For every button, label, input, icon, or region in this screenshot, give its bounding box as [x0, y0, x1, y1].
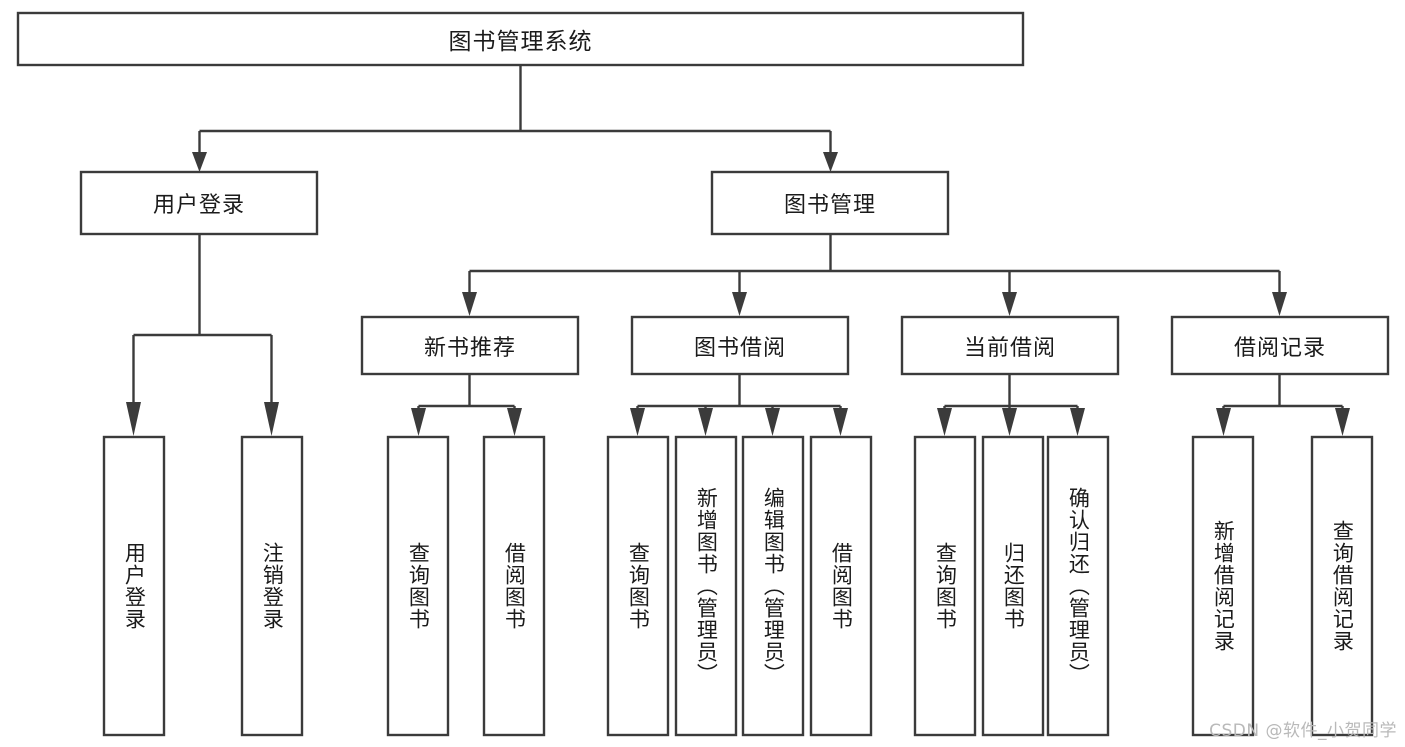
arrow-to-new-book: [462, 292, 477, 316]
arrow-leaf-new-book-2: [507, 408, 522, 436]
node-leaf-new-book-1[interactable]: [386, 435, 450, 737]
arrow-leaf-borrow-record-2: [1335, 408, 1350, 436]
arrow-leaf-user-login-2: [264, 402, 279, 436]
node-leaf-current-borrow-2[interactable]: [981, 435, 1045, 737]
node-leaf-book-borrow-3[interactable]: [741, 435, 805, 737]
arrow-leaf-new-book-1: [411, 408, 426, 436]
node-leaf-user-login-2[interactable]: [240, 435, 304, 737]
arrow-leaf-current-borrow-2: [1002, 408, 1017, 436]
node-leaf-book-borrow-2[interactable]: [674, 435, 738, 737]
arrow-leaf-book-borrow-3: [765, 408, 780, 436]
node-leaf-book-borrow-4[interactable]: [809, 435, 873, 737]
watermark-text: CSDN @软件_小贺同学: [1209, 721, 1397, 741]
arrow-to-book-borrow: [732, 292, 747, 316]
arrow-leaf-book-borrow-2: [698, 408, 713, 436]
arrow-leaf-book-borrow-1: [630, 408, 645, 436]
node-book-borrow[interactable]: [630, 315, 850, 376]
node-root[interactable]: [16, 11, 1025, 67]
node-leaf-borrow-record-1[interactable]: [1191, 435, 1255, 737]
node-leaf-borrow-record-2[interactable]: [1310, 435, 1374, 737]
arrow-leaf-borrow-record-1: [1216, 408, 1231, 436]
arrow-to-current-borrow: [1002, 292, 1017, 316]
node-leaf-new-book-2[interactable]: [482, 435, 546, 737]
arrow-leaf-user-login-1: [126, 402, 141, 436]
node-borrow-record[interactable]: [1170, 315, 1390, 376]
node-user-login[interactable]: [79, 170, 319, 236]
arrow-to-user-login: [192, 152, 207, 172]
node-leaf-current-borrow-1[interactable]: [913, 435, 977, 737]
node-leaf-user-login-1[interactable]: [102, 435, 166, 737]
node-current-borrow[interactable]: [900, 315, 1120, 376]
arrow-to-borrow-record: [1272, 292, 1287, 316]
node-book-manage[interactable]: [710, 170, 950, 236]
arrow-to-book-manage: [823, 152, 838, 172]
arrow-leaf-current-borrow-1: [937, 408, 952, 436]
node-leaf-current-borrow-3[interactable]: [1046, 435, 1110, 737]
node-new-book-recommend[interactable]: [360, 315, 580, 376]
arrow-leaf-current-borrow-3: [1070, 408, 1085, 436]
node-leaf-book-borrow-1[interactable]: [606, 435, 670, 737]
arrow-leaf-book-borrow-4: [833, 408, 848, 436]
